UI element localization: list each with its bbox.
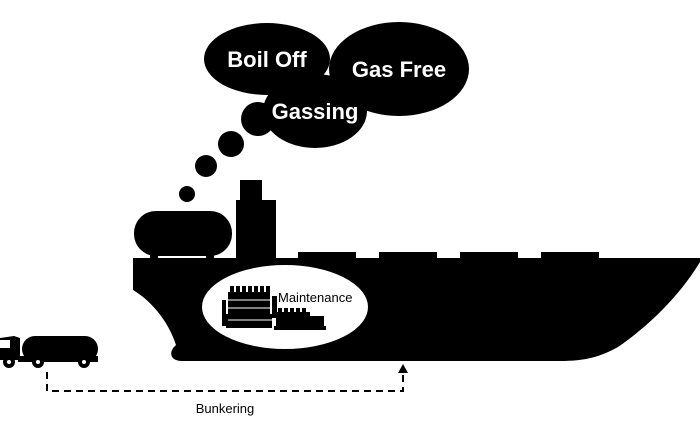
hatch-1 xyxy=(298,252,356,258)
deck-fuel-tank xyxy=(134,211,232,261)
hatch-3 xyxy=(460,252,518,258)
engine-room: Maintenance xyxy=(200,263,370,351)
maintenance-label: Maintenance xyxy=(278,290,352,305)
generator-icon xyxy=(274,308,326,330)
hatch-2 xyxy=(379,252,437,258)
main-engine-icon xyxy=(222,286,277,328)
vapor-bubble-1 xyxy=(179,186,195,202)
engine-detail-lines xyxy=(228,299,272,321)
tanker-truck-icon xyxy=(0,336,98,368)
hatch-4 xyxy=(541,252,599,258)
bunkering-label: Bunkering xyxy=(196,401,255,416)
bunkering-line: Bunkering xyxy=(46,364,408,416)
bunkering-arrow-head xyxy=(398,364,408,373)
boil-off-label: Boil Off xyxy=(227,47,307,72)
vapor-bubble-2 xyxy=(195,155,217,177)
funnel xyxy=(236,180,276,260)
gas-free-cloud: Gas Free xyxy=(329,22,469,116)
vapor-bubble-3 xyxy=(218,131,244,157)
gas-free-label: Gas Free xyxy=(352,57,446,82)
gassing-label: Gassing xyxy=(272,99,359,124)
cargo-hatches xyxy=(298,252,599,258)
gassing-cloud: Gassing xyxy=(263,74,367,148)
